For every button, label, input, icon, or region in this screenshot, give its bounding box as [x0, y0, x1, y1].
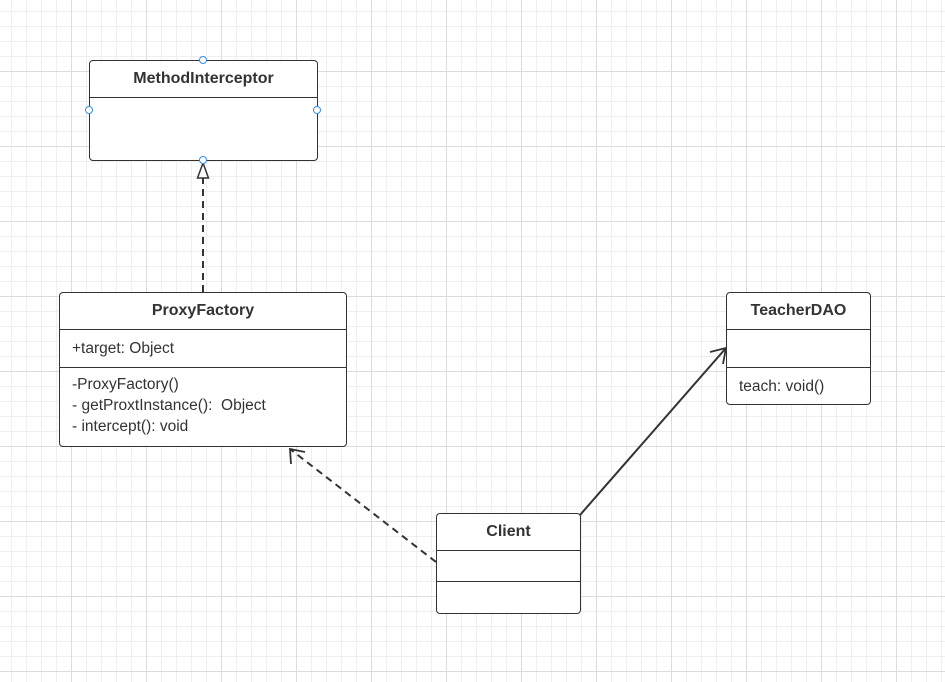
attributes-compartment	[727, 330, 870, 368]
operation: - intercept(): void	[72, 418, 189, 435]
class-name: ProxyFactory	[60, 293, 346, 330]
selection-handle-top[interactable]	[199, 56, 207, 64]
operation: - getProxtInstance(): Object	[72, 397, 266, 414]
dependency-edge-client-proxyfactory[interactable]	[289, 447, 437, 563]
selection-handle-bottom[interactable]	[199, 156, 207, 164]
operation: teach: void()	[739, 377, 825, 395]
attributes-compartment: +target: Object	[60, 330, 346, 368]
hollow-triangle-arrowhead	[196, 160, 210, 179]
class-method-interceptor[interactable]: MethodInterceptor	[89, 60, 318, 161]
selection-handle-left[interactable]	[85, 106, 93, 114]
class-proxy-factory[interactable]: ProxyFactory +target: Object -ProxyFacto…	[59, 292, 347, 447]
attributes-compartment	[437, 551, 580, 582]
operations-compartment: teach: void()	[727, 368, 870, 404]
attribute: +target: Object	[72, 340, 175, 357]
class-client[interactable]: Client	[436, 513, 581, 614]
operations-compartment: -ProxyFactory() - getProxtInstance(): Ob…	[60, 368, 346, 437]
open-arrowhead	[289, 447, 306, 465]
realization-edge-proxyfactory-methodinterceptor[interactable]	[196, 160, 210, 292]
class-name: Client	[437, 514, 580, 551]
class-teacher-dao[interactable]: TeacherDAO teach: void()	[726, 292, 871, 405]
class-name: TeacherDAO	[727, 293, 870, 330]
selection-handle-right[interactable]	[313, 106, 321, 114]
operation: -ProxyFactory()	[72, 376, 179, 393]
class-name: MethodInterceptor	[90, 61, 317, 98]
association-edge-client-teacherdao[interactable]	[579, 346, 728, 516]
